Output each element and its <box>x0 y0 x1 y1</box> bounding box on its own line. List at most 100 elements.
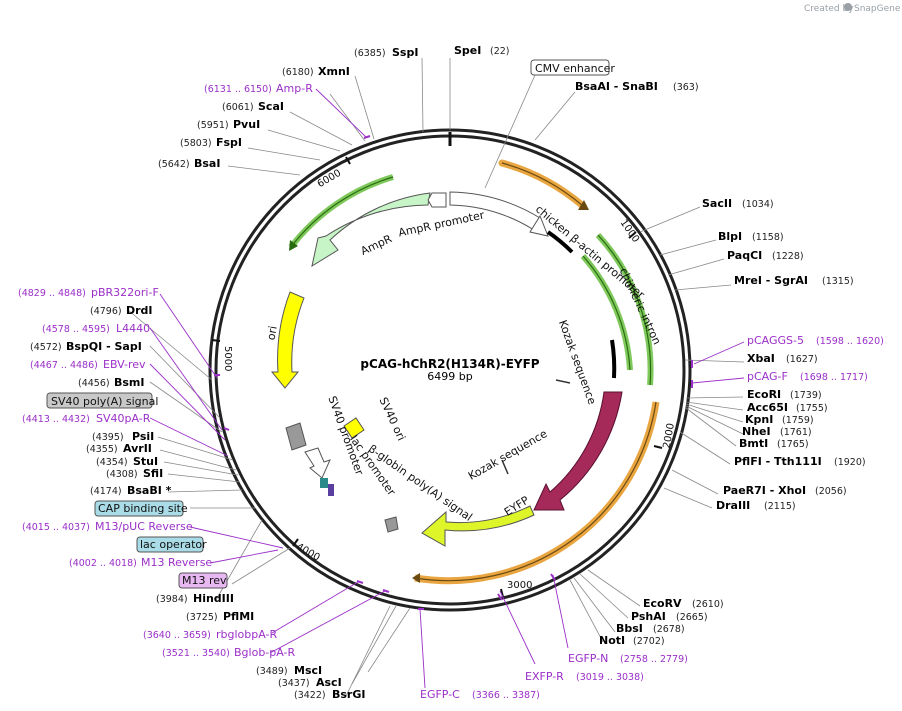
bglob-primer[interactable]: Bglob-pA-R <box>234 646 296 659</box>
sspi-site[interactable]: SspI <box>392 46 418 59</box>
lac-operator-mark <box>320 478 328 488</box>
nhei-pos: (1761) <box>780 427 812 438</box>
drdi-pos: (4796) <box>90 306 122 317</box>
snapgene-brand: Created by SnapGene <box>804 3 901 14</box>
sacii-site[interactable]: SacII <box>702 197 732 210</box>
sv40-polya-label[interactable]: SV40 poly(A) signal <box>51 395 158 408</box>
m13puc-primer[interactable]: M13/pUC Reverse <box>95 520 193 533</box>
bspqi-site[interactable]: BspQI - SapI <box>66 340 142 353</box>
m13puc-pos: (4015 .. 4037) <box>22 522 90 533</box>
tick-2000: 2000 <box>662 422 677 449</box>
exfpr-primer[interactable]: EXFP-R <box>525 670 564 683</box>
spei-site[interactable]: SpeI <box>454 44 481 57</box>
sv40par-primer[interactable]: SV40pA-R <box>96 412 151 425</box>
scai-pos: (6061) <box>222 102 254 113</box>
mrei-sgrai-site[interactable]: MreI - SgrAI <box>734 274 808 287</box>
tick-4000: 4000 <box>294 541 322 563</box>
scai-site[interactable]: ScaI <box>258 100 284 113</box>
blpi-site[interactable]: BlpI <box>718 230 742 243</box>
m13rev-primer[interactable]: M13 Reverse <box>141 556 212 569</box>
ampr-primer[interactable]: Amp-R <box>276 82 313 95</box>
kozak-label-2: Kozak sequence <box>466 427 550 483</box>
bsaai-snabi-site[interactable]: BsaAI - SnaBI <box>575 80 658 93</box>
bsrgi-site[interactable]: BsrGI <box>332 688 365 701</box>
intron-segment-2 <box>610 339 617 379</box>
msci-site[interactable]: MscI <box>294 664 322 677</box>
fspi-site[interactable]: FspI <box>216 136 242 149</box>
ampr-feature <box>311 192 431 268</box>
egfpn-primer[interactable]: EGFP-N <box>568 652 608 665</box>
msci-pos: (3489) <box>256 666 288 677</box>
spei-pos: (22) <box>490 46 510 57</box>
tick-3000: 3000 <box>507 580 532 591</box>
primer-ticks <box>214 135 693 610</box>
primer-lines <box>149 88 745 689</box>
bbsi-site[interactable]: BbsI <box>616 622 643 635</box>
stui-site[interactable]: StuI <box>133 455 158 468</box>
egfp-band-line <box>414 401 657 582</box>
paer7i-site[interactable]: PaeR7I - XhoI <box>723 484 806 497</box>
avrii-site[interactable]: AvrII <box>123 442 152 455</box>
pbr322-primer[interactable]: pBR322ori-F <box>91 286 159 299</box>
eyfp-feature <box>421 505 535 547</box>
egfpc-pos: (3366 .. 3387) <box>472 690 540 701</box>
noti-pos: (2702) <box>633 636 665 647</box>
draiii-pos: (2115) <box>764 501 796 512</box>
kpni-site[interactable]: KpnI <box>745 413 773 426</box>
pshai-pos: (2665) <box>676 612 708 623</box>
pvui-site[interactable]: PvuI <box>233 118 260 131</box>
asci-site[interactable]: AscI <box>316 676 342 689</box>
ecori-site[interactable]: EcoRI <box>747 388 781 401</box>
m13-mark <box>328 484 334 496</box>
lac-operator-box <box>136 536 204 553</box>
pflfi-site[interactable]: PflFI - Tth111I <box>734 455 822 468</box>
cap-binding-label[interactable]: CAP binding site <box>98 502 188 515</box>
l4440-primer[interactable]: L4440 <box>116 322 150 335</box>
drdi-site[interactable]: DrdI <box>126 304 153 317</box>
sfii-site[interactable]: SfiI <box>143 467 163 480</box>
plasmid-name: pCAG-hChR2(H134R)-EYFP <box>360 357 539 371</box>
sspi-pos: (6385) <box>354 48 386 59</box>
nhei-site[interactable]: NheI <box>742 425 771 438</box>
cmv-enhancer-label[interactable]: CMV enhancer <box>535 62 615 75</box>
lac-operator-label[interactable]: lac operator <box>140 538 207 551</box>
kozak-mark-2 <box>501 459 509 475</box>
tick-mark <box>292 538 299 547</box>
bsmi-pos: (4456) <box>78 378 110 389</box>
pshai-site[interactable]: PshAI <box>631 610 666 623</box>
noti-site[interactable]: NotI <box>599 634 625 647</box>
xbai-site[interactable]: XbaI <box>747 352 775 365</box>
rbglob-primer[interactable]: rbglobpA-R <box>216 628 277 641</box>
xbai-pos: (1627) <box>786 354 818 365</box>
hindiii-site[interactable]: HindIII <box>193 592 234 605</box>
acc65i-site[interactable]: Acc65I <box>747 401 788 414</box>
sv40-ori-feature <box>343 417 365 439</box>
xmni-pos: (6180) <box>282 67 314 78</box>
ampr-label: AmpR <box>359 232 395 258</box>
mrei-sgrai-pos: (1315) <box>822 276 854 287</box>
pcaggs5-primer[interactable]: pCAGGS-5 <box>747 334 804 347</box>
pcagf-primer[interactable]: pCAG-F <box>747 370 788 383</box>
m13-rev-label[interactable]: M13 rev <box>182 574 227 587</box>
bsmi-site[interactable]: BsmI <box>114 376 145 389</box>
pflmi-site[interactable]: PflMI <box>223 610 254 623</box>
ebvrev-primer[interactable]: EBV-rev <box>103 358 146 371</box>
draiii-site[interactable]: DraIII <box>716 499 750 512</box>
blpi-pos: (1158) <box>752 232 784 243</box>
cmv-enhancer-line <box>501 162 584 207</box>
m13rev-pos: (4002 .. 4018) <box>69 558 137 569</box>
intron-segment-1 <box>546 230 574 254</box>
paqci-site[interactable]: PaqCI <box>727 249 762 262</box>
bsabi-pos: (4174) <box>90 486 122 497</box>
acc65i-pos: (1755) <box>796 403 828 414</box>
psii-site[interactable]: PsiI <box>132 430 154 443</box>
egfpc-primer[interactable]: EGFP-C <box>420 688 460 701</box>
bsai-site[interactable]: BsaI <box>194 157 220 170</box>
bmti-site[interactable]: BmtI <box>739 437 768 450</box>
bsabi-site[interactable]: BsaBI * <box>127 484 172 497</box>
bglob-pos: (3521 .. 3540) <box>162 648 230 659</box>
bsai-pos: (5642) <box>158 159 190 170</box>
xmni-site[interactable]: XmnI <box>318 65 350 78</box>
ecorv-site[interactable]: EcoRV <box>643 597 682 610</box>
arrowhead <box>578 200 589 210</box>
